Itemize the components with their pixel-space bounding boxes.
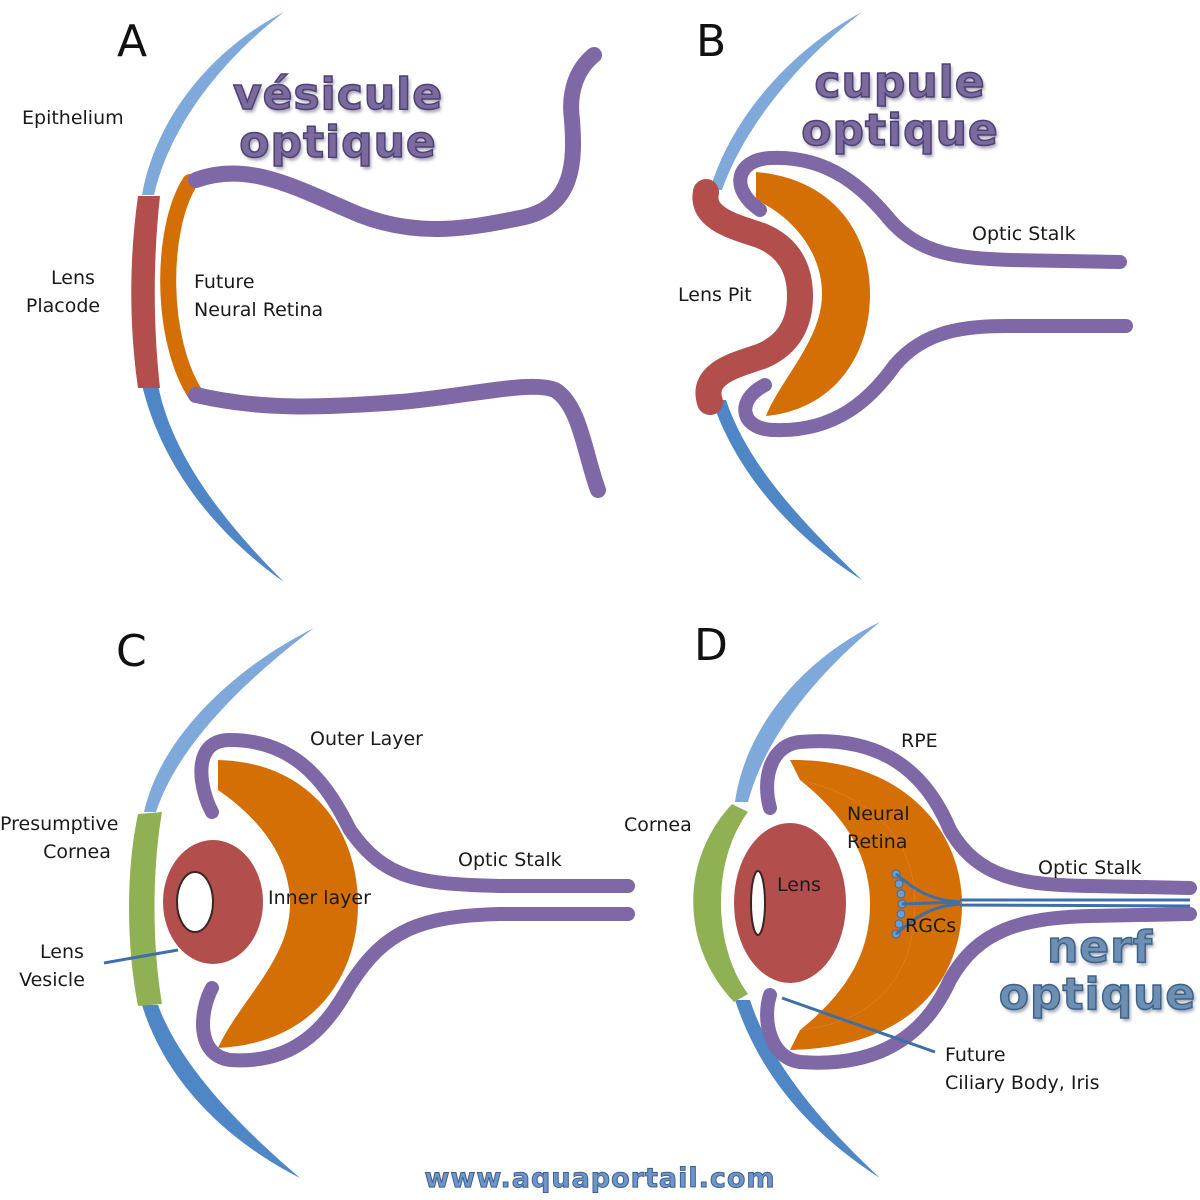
panel-a-epithelium-lower bbox=[142, 385, 284, 582]
panel-b-neural-retina-cup bbox=[756, 172, 870, 416]
panel-c-label-presumptive-line2: Cornea bbox=[43, 841, 111, 863]
panel-d-title-line1: nerf bbox=[1046, 922, 1153, 973]
panel-a-epithelium-upper bbox=[142, 12, 284, 195]
panel-b-epithelium-lower bbox=[712, 400, 862, 580]
panel-d-eye-diagram bbox=[693, 622, 1197, 1178]
panel-d-rpe-lower bbox=[760, 907, 1197, 1070]
panel-c-outer-layer-upper bbox=[194, 732, 635, 893]
panel-d-letter: D bbox=[694, 620, 728, 671]
panel-b-optic-stalk-lower bbox=[738, 319, 1133, 438]
panel-d-epithelium-lower bbox=[735, 1000, 880, 1178]
panel-c-label-lens-vesicle-line1: Lens bbox=[40, 941, 84, 963]
footer-watermark: www.aquaportail.com bbox=[424, 1163, 776, 1195]
panel-d-cornea bbox=[693, 804, 748, 1002]
panel-b-label-optic-stalk: Optic Stalk bbox=[972, 223, 1076, 245]
panel-d-optic-nerve-fibres bbox=[895, 872, 1191, 936]
panel-a-title-line2: optique bbox=[238, 117, 437, 168]
panel-b-label-lens-pit: Lens Pit bbox=[678, 284, 752, 306]
panel-d-label-lens: Lens bbox=[777, 874, 821, 896]
panel-d-label-rgcs: RGCs bbox=[905, 915, 957, 937]
panel-d-label-neural-retina-line2: Retina bbox=[847, 831, 908, 853]
panel-a-label-epithelium: Epithelium bbox=[22, 107, 124, 129]
panel-d-label-neural-retina-line1: Neural bbox=[847, 803, 910, 825]
panel-d-lens bbox=[734, 823, 846, 983]
panel-a-label-retina-line1: Future bbox=[194, 271, 255, 293]
panel-c-outer-layer-lower bbox=[196, 907, 635, 1068]
panel-b-optic-stalk-upper bbox=[733, 150, 1127, 269]
panel-c-lens-vesicle-lumen bbox=[176, 871, 214, 933]
panel-a-vesicle-diagram bbox=[131, 12, 606, 582]
panel-d-label-ciliary-line2: Ciliary Body, Iris bbox=[945, 1072, 1100, 1094]
panel-c-label-optic-stalk: Optic Stalk bbox=[458, 849, 562, 871]
panel-c-label-outer-layer: Outer Layer bbox=[310, 728, 423, 750]
panel-c-epithelium-lower bbox=[142, 1005, 300, 1178]
panel-c-presumptive-cornea bbox=[129, 812, 162, 1006]
panel-c-inner-layer bbox=[218, 760, 358, 1048]
panel-a-label-lens-line1: Lens bbox=[51, 267, 95, 289]
panel-a-optic-vesicle-wall-upper bbox=[188, 47, 602, 238]
panel-a-label-lens-line2: Placode bbox=[25, 295, 101, 317]
panel-d-rgcs bbox=[891, 869, 907, 939]
panel-c-label-presumptive-line1: Presumptive bbox=[0, 813, 119, 835]
panel-d-label-ciliary-line1: Future bbox=[945, 1044, 1006, 1066]
panel-a-optic-vesicle-wall-lower bbox=[188, 378, 606, 498]
panel-b-lens-pit bbox=[692, 179, 814, 415]
panel-d-label-rpe: RPE bbox=[901, 730, 938, 752]
panel-a-label-retina-line2: Neural Retina bbox=[194, 299, 324, 321]
panel-c-lens-vesicle-diagram bbox=[103, 628, 635, 1178]
panel-b-title-line1: cupule bbox=[814, 57, 986, 108]
panel-c-label-inner-layer: Inner layer bbox=[268, 887, 371, 909]
panel-b-epithelium-upper bbox=[710, 12, 862, 190]
panel-c-epithelium-upper bbox=[144, 628, 314, 812]
panel-d-label-optic-stalk: Optic Stalk bbox=[1038, 857, 1142, 879]
panel-c-label-lens-vesicle-line2: Vesicle bbox=[19, 969, 85, 991]
panel-c-lens-vesicle-pointer bbox=[103, 948, 179, 965]
panel-d-retina-fill bbox=[800, 780, 915, 1030]
panel-d-neural-retina bbox=[790, 759, 962, 1050]
panel-a-future-neural-retina bbox=[160, 174, 204, 403]
panel-a-lens-placode bbox=[131, 196, 160, 388]
panel-a-letter: A bbox=[117, 16, 148, 67]
panel-c-letter: C bbox=[116, 626, 147, 677]
panel-d-ciliary-pointer bbox=[781, 996, 936, 1054]
panel-d-title-line2: optique bbox=[998, 969, 1197, 1020]
panel-b-cup-diagram bbox=[692, 12, 1133, 580]
panel-b-letter: B bbox=[696, 16, 727, 67]
panel-d-rpe-upper bbox=[760, 734, 1197, 895]
panel-d-epithelium-upper bbox=[735, 622, 880, 802]
panel-b-title-line2: optique bbox=[800, 105, 999, 156]
panel-d-label-cornea: Cornea bbox=[624, 814, 692, 836]
panel-d-lens-highlight bbox=[750, 870, 766, 936]
panel-a-title-line1: vésicule bbox=[232, 69, 444, 120]
